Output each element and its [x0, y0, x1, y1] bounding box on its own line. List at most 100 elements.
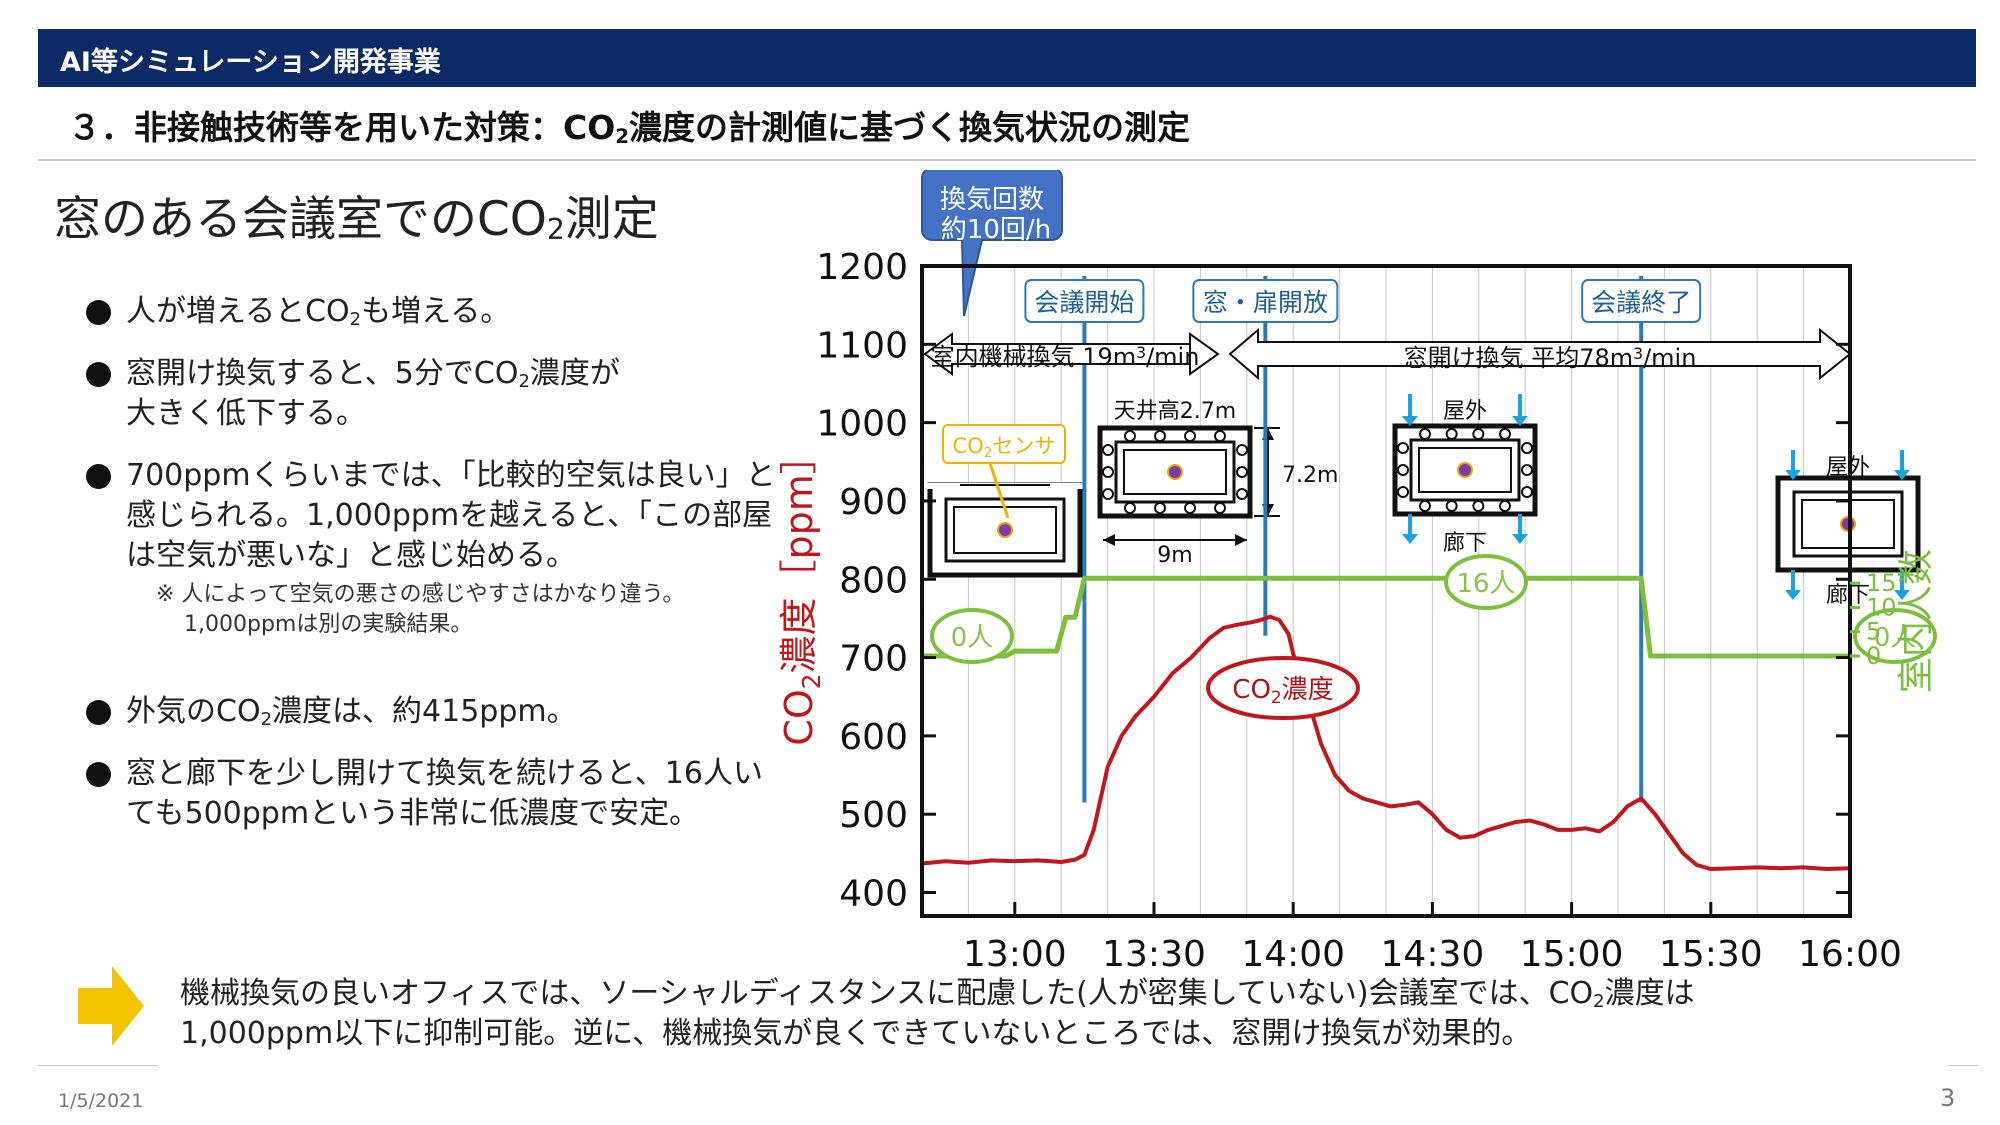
right-tick-label: 10 — [1866, 593, 1897, 621]
note-line: ※ 人によって空気の悪さの感じやすさはかなり違う。 — [156, 582, 685, 607]
text-part: CO — [1232, 675, 1271, 705]
text-part: 窓・扉開放 — [1203, 288, 1328, 317]
airflow-arrow-icon — [1894, 570, 1910, 600]
chair-icon — [1236, 444, 1248, 456]
window-vent-label: 窓開け換気 平均78m3/min — [1404, 344, 1697, 372]
chair-icon — [1102, 488, 1114, 500]
section-title-sub: 2 — [615, 125, 630, 148]
people-series-line — [922, 575, 1850, 659]
room-diagram — [927, 482, 1083, 578]
room-depth-label: 7.2m — [1282, 463, 1338, 488]
room-diagrams — [920, 394, 1921, 600]
event-label: 窓・扉開放 — [1203, 288, 1328, 317]
y-tick-label: 900 — [839, 482, 908, 523]
text-part: 16人 — [1456, 569, 1515, 599]
bullet-dot-icon — [86, 464, 111, 489]
footer-rule — [1948, 1065, 1978, 1066]
event-label: 会議開始 — [1034, 288, 1134, 317]
chair-icon — [1154, 430, 1166, 442]
footer-rule — [38, 1065, 158, 1066]
room-diagram — [1097, 425, 1253, 519]
co2-label-oval — [1206, 656, 1360, 720]
text-part: 800 — [839, 560, 908, 601]
bullet-text: 700ppmくらいまでは、「比較的空気は良い」と感じられる。1,000ppmを越… — [126, 458, 776, 573]
x-tick-label: 15:00 — [1520, 934, 1624, 975]
airflow-head — [1512, 534, 1528, 544]
bullet-dot-icon — [86, 362, 111, 387]
text-part: 天井高2.7m — [1114, 399, 1236, 424]
text-part: 濃度［ppm］ — [777, 436, 821, 673]
conclusion-arrow-icon — [78, 966, 144, 1046]
y-tick-label: 1100 — [816, 325, 908, 366]
right-tick-label: 15 — [1866, 569, 1897, 597]
bullet-dot-icon — [86, 762, 111, 787]
text-part: 600 — [839, 717, 908, 758]
text-part: 15:00 — [1520, 934, 1624, 975]
people-oval — [1853, 608, 1937, 664]
text-part: 廊下 — [1443, 531, 1487, 556]
dimension-arrowhead — [1235, 534, 1247, 546]
callout-bubble — [921, 170, 1063, 317]
text-part: 1000 — [816, 404, 908, 445]
conclusion-text: 機械換気の良いオフィスでは、ソーシャルディスタンスに配慮した(人が密集していない… — [180, 974, 1920, 1054]
bullet-item: 窓と廊下を少し開けて換気を続けると、16人いても500ppmという非常に低濃度で… — [86, 754, 776, 834]
x-tick-label: 13:30 — [1102, 934, 1206, 975]
outside-label: 屋外 — [1443, 399, 1487, 424]
text-part: 2 — [1271, 687, 1282, 707]
bullet-item: 窓開け換気すると、5分でCO2濃度が大きく低下する。 — [86, 354, 776, 434]
bullet-sub: 2 — [518, 371, 530, 392]
chair-icon — [1397, 486, 1409, 498]
text-part: CO — [953, 434, 984, 458]
chart-series — [921, 575, 1851, 871]
y-tick-label: 400 — [839, 874, 908, 915]
room-width-label: 9m — [1157, 543, 1192, 568]
airflow-head — [1512, 416, 1528, 426]
bullet-text: 窓開け換気すると、5分でCO — [126, 356, 519, 391]
bullet-dot-icon — [86, 700, 111, 725]
text-part: 500 — [839, 795, 908, 836]
chair-icon — [1521, 464, 1533, 476]
bullet-note: ※ 人によって空気の悪さの感じやすさはかなり違う。1,000ppmは別の実験結果… — [126, 580, 776, 640]
bullet-text: 大きく低下する。 — [126, 396, 366, 431]
bullet-item: 外気のCO2濃度は、約415ppm。 — [86, 692, 776, 732]
text-part: 0 — [1866, 642, 1881, 670]
text-part: 400 — [839, 874, 908, 915]
chair-icon — [1499, 500, 1511, 512]
text-part: 7.2m — [1282, 463, 1338, 488]
text-part: 14:30 — [1381, 934, 1485, 975]
text-part: 濃度 — [1282, 675, 1334, 705]
heading-post: 測定 — [564, 192, 659, 247]
text-part: 15:30 — [1659, 934, 1763, 975]
sensor-dot-icon — [1167, 464, 1183, 480]
chair-icon — [1102, 466, 1114, 478]
chair-icon — [1499, 428, 1511, 440]
airflow-arrow-icon — [1785, 570, 1801, 600]
airflow-head — [1785, 470, 1801, 480]
bullet-text: も増える。 — [361, 294, 511, 329]
conclusion-sub: 2 — [1593, 991, 1605, 1012]
text-part: 3 — [1136, 344, 1146, 362]
bullet-item: 700ppmくらいまでは、「比較的空気は良い」と感じられる。1,000ppmを越… — [86, 456, 776, 640]
text-part: 0人 — [951, 623, 994, 653]
bullet-text: 窓と廊下を少し開けて換気を続けると、16人いても500ppmという非常に低濃度で… — [126, 756, 763, 831]
bullet-item: 人が増えるとCO2も増える。 — [86, 292, 776, 332]
text-part: 10 — [1866, 593, 1897, 621]
sensor-label: CO2センサ — [953, 434, 1056, 461]
mech-vent-arrow — [1189, 332, 1220, 376]
corridor-label: 廊下 — [1443, 531, 1487, 556]
callout-text: 約10回/h — [941, 215, 1051, 245]
chair-icon — [1521, 486, 1533, 498]
section-title: ３．非接触技術等を用いた対策：CO2濃度の計測値に基づく換気状況の測定 — [68, 101, 1190, 149]
bullet-list: 人が増えるとCO2も増える。 窓開け換気すると、5分でCO2濃度が大きく低下する… — [86, 292, 776, 856]
text-part: 屋外 — [1443, 399, 1487, 424]
text-part: 13:00 — [963, 934, 1067, 975]
chair-icon — [1419, 500, 1431, 512]
bullet-sub: 2 — [260, 709, 273, 730]
x-tick-label: 13:00 — [963, 934, 1067, 975]
text-part: 2 — [797, 674, 826, 690]
people-label: 16人 — [1456, 569, 1515, 599]
event-label: 会議終了 — [1591, 288, 1691, 317]
page-number: 3 — [1940, 1084, 1956, 1112]
y-tick-label: 800 — [839, 560, 908, 601]
